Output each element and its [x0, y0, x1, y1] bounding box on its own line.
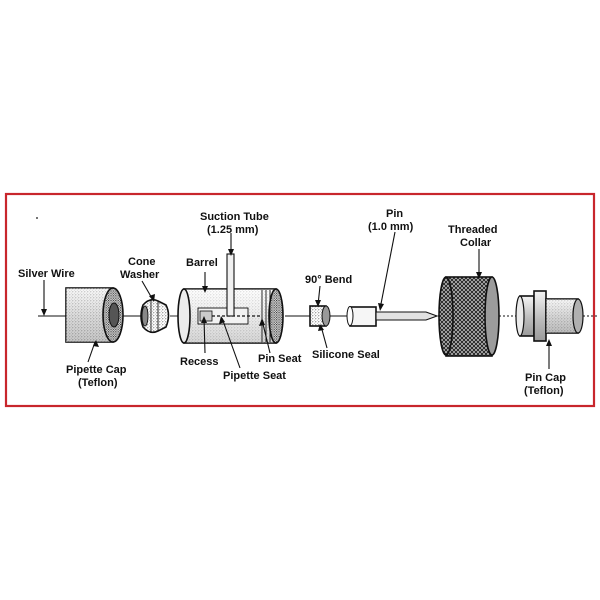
label-pipette-cap-line2: (Teflon) [78, 377, 118, 389]
label-90-bend: 90° Bend [305, 274, 352, 286]
label-pin-seat: Pin Seat [258, 353, 302, 365]
label-silicone-seal: Silicone Seal [312, 349, 380, 361]
label-pin-cap-line1: Pin Cap [525, 372, 566, 384]
pin-part [346, 306, 439, 327]
stray-dot [36, 217, 38, 219]
label-threaded-collar-line1: Threaded [448, 224, 498, 236]
diagram-frame [4, 192, 596, 408]
leader-arrowheads [41, 249, 552, 347]
label-pin-line1: Pin [386, 208, 403, 220]
pipette-cap-part [65, 287, 124, 343]
label-suction-tube-line2: (1.25 mm) [207, 224, 259, 236]
label-pin-line2: (1.0 mm) [368, 221, 414, 233]
label-suction-tube-line1: Suction Tube [200, 211, 269, 223]
label-cone-washer-line1: Cone [128, 256, 156, 268]
threaded-collar-part [438, 276, 500, 357]
label-recess: Recess [180, 356, 219, 368]
cone-washer-part [140, 298, 170, 334]
label-barrel: Barrel [186, 257, 218, 269]
label-cone-washer-line2: Washer [120, 269, 160, 281]
label-pipette-seat: Pipette Seat [223, 370, 286, 382]
label-pin-cap-line2: (Teflon) [524, 385, 564, 397]
silicone-seal-part [309, 305, 331, 327]
pin-cap-part [515, 290, 584, 342]
label-silver-wire: Silver Wire [18, 268, 75, 280]
label-threaded-collar-line2: Collar [460, 237, 492, 249]
label-pipette-cap-line1: Pipette Cap [66, 364, 127, 376]
barrel-part [177, 253, 284, 344]
